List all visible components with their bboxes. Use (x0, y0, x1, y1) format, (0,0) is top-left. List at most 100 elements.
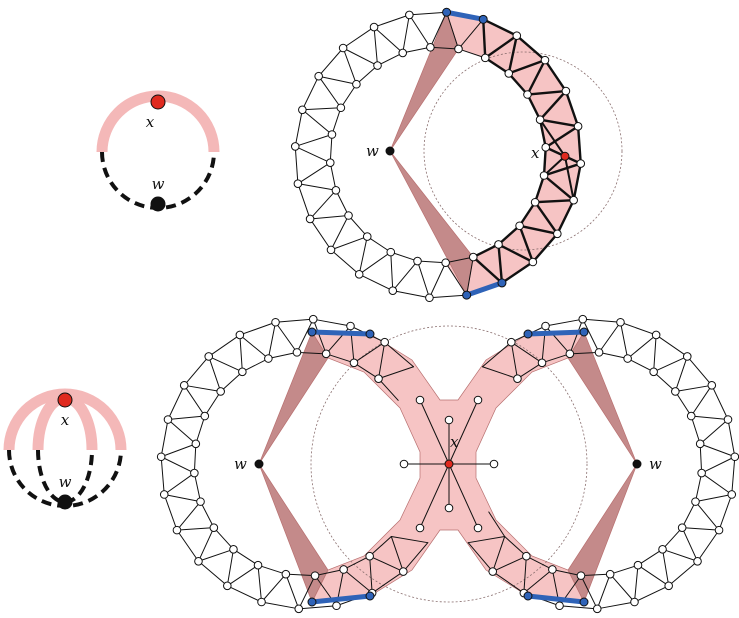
annulus-bottom-vertex (156, 452, 166, 462)
annulus-top-outer-edge (392, 290, 430, 299)
annulus-top-inner-edge (445, 256, 474, 264)
annulus-left-inner-edge (378, 378, 399, 401)
annulus-top-spoke-edge (373, 26, 404, 54)
annulus-left-outer-edge (163, 493, 178, 531)
annulus-left-inner-edge (193, 472, 202, 503)
annulus-left-spoke-edge (275, 321, 298, 353)
blue-vertex (478, 14, 488, 24)
annulus-right-spoke-edge (619, 321, 629, 360)
annulus-bottom-vertex (200, 411, 210, 421)
x-spoke-edge (448, 463, 479, 529)
annulus-left-inner-edge (232, 548, 259, 566)
annulus-left-spoke-edge (183, 384, 206, 417)
annulus-bottom-vertex (365, 551, 374, 561)
annulus-left-spoke-edge (312, 318, 327, 355)
annulus-top-vertex (354, 270, 364, 279)
annulus-right-spoke-edge (467, 536, 506, 544)
annulus-top-vertex (480, 53, 490, 63)
annulus-top-spoke-edge (533, 201, 559, 235)
annulus-left-spoke-edge (369, 555, 373, 594)
annulus-left-inner-edge (200, 501, 215, 529)
wedge-right-lower (567, 463, 638, 603)
annulus-top-spoke-edge (318, 75, 357, 85)
dotted-circle (310, 325, 588, 603)
blue-vertex (523, 329, 533, 339)
annulus-right-inner-edge (598, 351, 629, 360)
label-x-schematic-bottom: x (61, 411, 70, 429)
x-vertex-bottom (444, 459, 454, 469)
wedge-left-lower (258, 463, 329, 603)
label-x-top: x (531, 144, 540, 162)
annulus-top-vertex (573, 122, 583, 131)
annulus-bottom-vertex (707, 381, 717, 390)
annulus-right-inner-edge (525, 555, 553, 570)
annulus-bottom-vertex (179, 381, 189, 390)
annulus-top-inner-edge (538, 118, 547, 149)
annulus-left-inner-edge (369, 536, 392, 557)
annulus-left-spoke-edge (285, 573, 300, 610)
annulus-top-vertex (425, 293, 434, 303)
annulus-top-vertex (569, 195, 578, 205)
annulus-right-inner-edge (674, 390, 692, 417)
annulus-left-outer-edge (402, 542, 429, 573)
annulus-top-outer-edge (373, 14, 410, 28)
annulus-right-inner-edge (694, 472, 703, 503)
schematic-w-vertex (150, 196, 166, 212)
annulus-right-outer-edge (711, 384, 729, 421)
annulus-left-inner-edge (325, 353, 355, 364)
annulus-right-inner-edge (516, 362, 543, 380)
annulus-bottom-vertex (723, 415, 733, 424)
annulus-right-spoke-edge (681, 527, 720, 531)
annulus-left-spoke-edge (378, 366, 415, 380)
wedge-left-upper (258, 331, 329, 465)
wedge-lower (389, 150, 474, 297)
annulus-bottom-vertex (730, 452, 739, 462)
annulus-top-vertex (386, 247, 396, 257)
label-w-bottom-left: w (234, 455, 247, 473)
annulus-left-spoke-edge (163, 493, 202, 503)
annulus-bottom-vertex (714, 525, 724, 535)
annulus-right-outer-edge (655, 334, 688, 357)
annulus-left-spoke-edge (239, 334, 269, 360)
annulus-top-spoke-edge (408, 14, 431, 48)
annulus-right-inner-edge (541, 353, 571, 364)
annulus-top-spoke-edge (330, 236, 368, 251)
annulus-top-inner-edge (329, 162, 337, 191)
annulus-left-spoke-edge (183, 384, 222, 392)
x-neighbour-vertex (415, 523, 425, 533)
annulus-top-spoke-edge (417, 260, 430, 299)
annulus-right-inner-edge (699, 443, 703, 474)
x-neighbour-vertex (415, 395, 425, 405)
annulus-top-inner-edge (355, 65, 379, 85)
annulus-top-inner-edge (472, 243, 500, 259)
schematic-x-vertex (150, 94, 166, 110)
annulus-right-inner-edge (662, 527, 683, 550)
annulus-bottom-vertex (332, 601, 341, 611)
annulus-top-vertex (494, 240, 503, 249)
annulus-left-inner-edge (213, 527, 234, 550)
wedge-right-upper (567, 331, 638, 465)
annulus-bottom-vertex (697, 468, 706, 478)
annulus-bottom-vertex (677, 523, 687, 532)
annulus-top-spoke-edge (497, 243, 504, 285)
pink-strip-cell (527, 60, 566, 120)
annulus-top-spoke-edge (390, 251, 394, 292)
annulus-left-spoke-edge (167, 419, 197, 445)
annulus-bottom-vertex (594, 348, 604, 357)
annulus-top-vertex (327, 130, 337, 139)
blue-vertex (579, 327, 589, 337)
annulus-right-spoke-edge (653, 334, 657, 373)
label-w-bottom-right: w (649, 455, 662, 473)
annulus-bottom-vertex (605, 569, 615, 579)
annulus-top-inner-edge (457, 48, 486, 59)
annulus-top-vertex (405, 10, 414, 20)
annulus-top-spoke-edge (318, 75, 342, 109)
x-spoke-edge (419, 399, 450, 465)
annulus-top-vertex (535, 115, 545, 125)
annulus-top-spoke-edge (309, 189, 337, 220)
annulus-bottom-vertex (623, 354, 632, 363)
blue-vertex (442, 7, 452, 17)
annulus-top-spoke-edge (457, 18, 484, 50)
annulus-top-inner-edge (348, 214, 368, 238)
annulus-top-vertex (454, 44, 463, 54)
